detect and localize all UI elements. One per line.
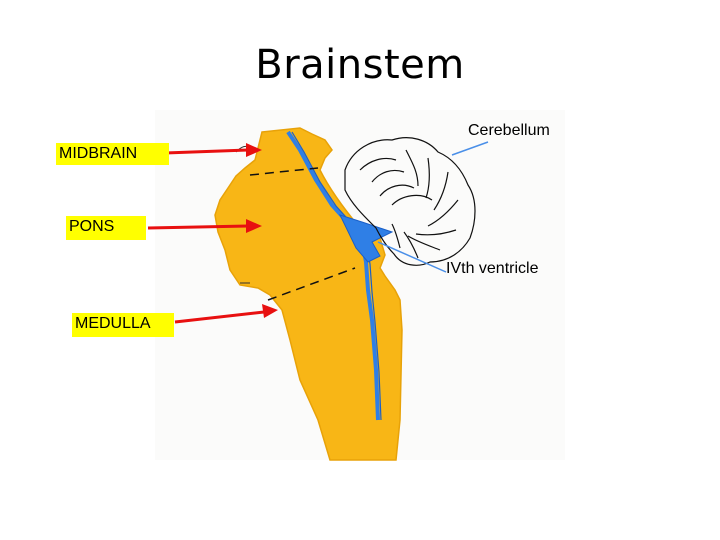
pointer-arrows — [147, 143, 278, 324]
pons-label: PONS — [66, 216, 146, 240]
fourth-ventricle-shape — [339, 214, 394, 263]
fourth-ventricle-label: IVth ventricle — [446, 260, 539, 277]
midbrain-arrow-head — [246, 143, 262, 157]
ventricle-pointer — [377, 241, 447, 273]
brainstem-shape — [214, 127, 403, 461]
division-lines — [249, 167, 356, 301]
cerebellum-pointer — [451, 141, 489, 156]
midbrain-label: MIDBRAIN — [56, 143, 169, 165]
pons-arrow — [147, 224, 249, 230]
pons-medulla-boundary — [267, 267, 356, 301]
slide-title: Brainstem — [255, 42, 465, 88]
medulla-arrow-head — [262, 304, 278, 318]
midbrain-arrow — [164, 148, 249, 155]
cerebellum-drawing — [344, 137, 476, 266]
pons-arrow-head — [246, 219, 262, 233]
thin-pointers — [377, 141, 489, 273]
medulla-arrow — [174, 310, 265, 324]
medulla-label: MEDULLA — [72, 313, 174, 337]
cerebellum-label: Cerebellum — [468, 122, 550, 139]
midbrain-pons-boundary — [249, 167, 319, 176]
